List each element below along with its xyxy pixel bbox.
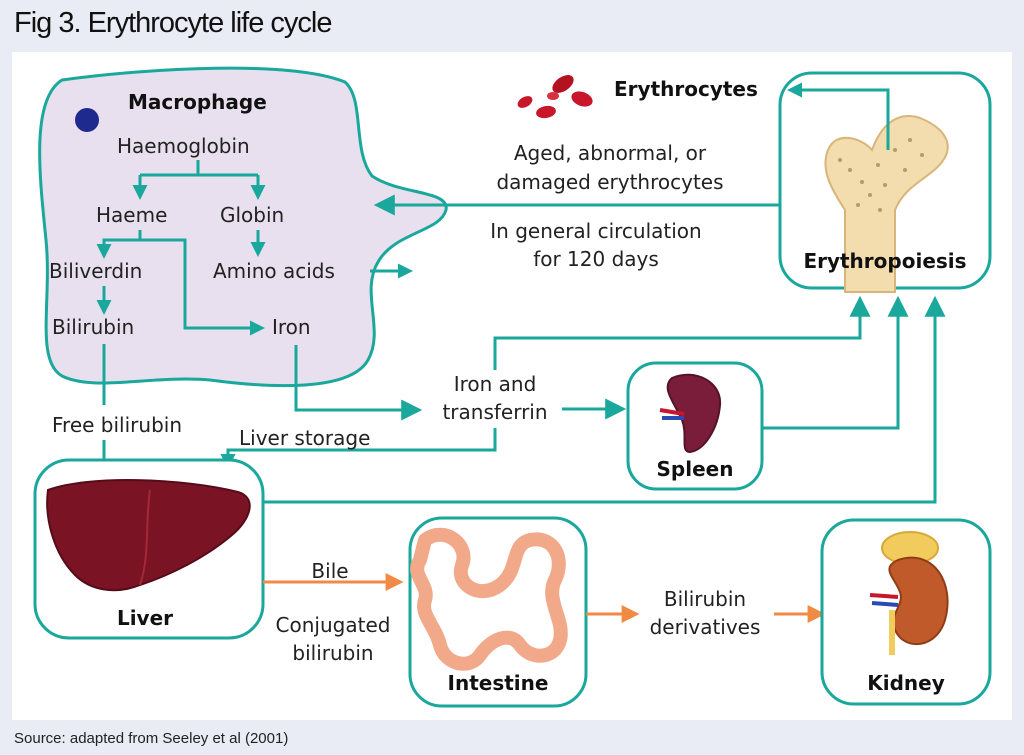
source-caption: Source: adapted from Seeley et al (2001) [14, 730, 288, 747]
haemoglobin-label: Haemoglobin [117, 134, 250, 158]
kidney-icon [869, 531, 949, 655]
spleen-label: Spleen [657, 457, 734, 481]
circulation-label-line1: In general circulation [490, 219, 701, 243]
macrophage-arrows [96, 160, 413, 336]
aged-label-line2: damaged erythrocytes [496, 170, 723, 194]
haeme-label: Haeme [96, 203, 167, 227]
conjugated-label-line1: Conjugated [276, 613, 391, 637]
figure-title: Fig 3. Erythrocyte life cycle [14, 7, 332, 39]
nucleus-icon [75, 108, 99, 132]
circulation-label-line2: for 120 days [533, 247, 659, 271]
bilirubin-label: Bilirubin [52, 315, 134, 339]
derivatives-label-line2: derivatives [650, 615, 761, 639]
conjugated-label-line2: bilirubin [292, 641, 373, 665]
liver-icon [46, 479, 251, 592]
arrow-transferrin-to-erythropoiesis [493, 295, 871, 370]
amino-acids-label: Amino acids [213, 259, 335, 283]
iron-label: Iron [272, 315, 311, 339]
macrophage-shape [38, 66, 448, 388]
liver-label: Liver [117, 606, 173, 630]
bile-label: Bile [311, 559, 348, 583]
kidney-label: Kidney [867, 671, 945, 695]
biliverdin-label: Biliverdin [49, 259, 142, 283]
arrow-iron-to-transferrin [294, 345, 423, 421]
red-blood-cell-icon [517, 75, 593, 119]
liver-storage-label: Liver storage [239, 426, 370, 450]
iron-transferrin-line2: transferrin [442, 400, 547, 424]
erythropoiesis-label: Erythropoiesis [803, 249, 966, 273]
intestine-label: Intestine [448, 671, 549, 695]
globin-label: Globin [220, 203, 284, 227]
intestine-icon [410, 527, 568, 671]
arrow-liver-to-erythropoiesis [263, 295, 946, 504]
macrophage-label: Macrophage [128, 90, 267, 114]
aged-label-line1: Aged, abnormal, or [514, 141, 707, 165]
arrow-liver-storage [220, 428, 497, 469]
bone-icon [824, 115, 949, 293]
derivatives-label-line1: Bilirubin [664, 587, 746, 611]
free-bilirubin-label: Free bilirubin [52, 413, 182, 437]
erythrocytes-label: Erythrocytes [614, 77, 758, 101]
iron-transferrin-line1: Iron and [454, 372, 537, 396]
spleen-icon [659, 373, 722, 454]
arrow-spleen-to-erythropoiesis [762, 295, 909, 430]
arrow-to-erythrocytes [787, 82, 890, 150]
